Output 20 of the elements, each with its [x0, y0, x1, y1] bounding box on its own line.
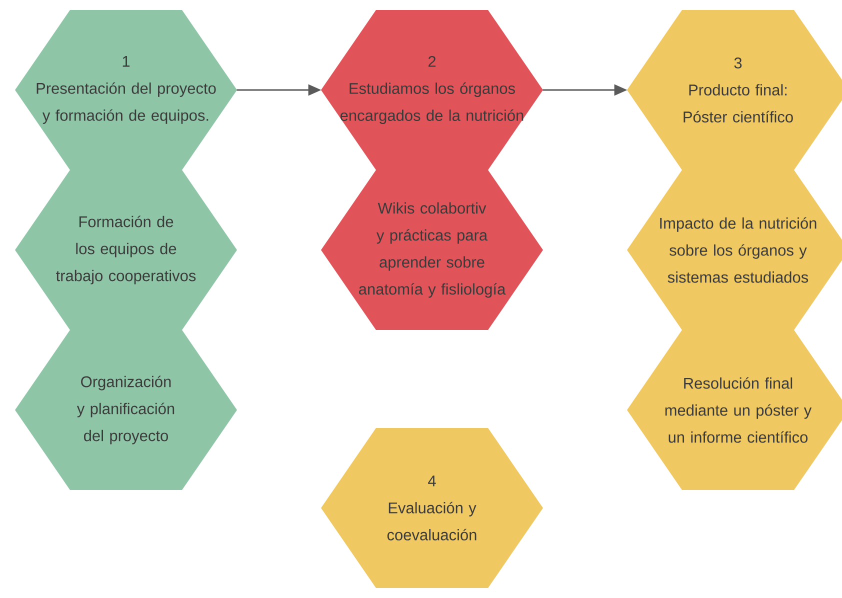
- hexagon: 4 Evaluación y coevaluación: [321, 428, 543, 588]
- hexagon: Impacto de la nutrición sobre los órganos y sistemas estudiados: [627, 170, 842, 330]
- node-label: Producto final: Póster científico: [684, 84, 793, 122]
- hexagon: 1 Presentación del proyecto y formación de equipos.: [15, 10, 237, 170]
- node-label: Estudiamos los órganos encargados de la nutrición: [340, 82, 524, 124]
- node-label: Formación de los equipos de trabajo cooperativos: [56, 216, 196, 284]
- node-label: 2: [428, 56, 436, 67]
- node-label: Resolución final mediante un póster y un informe científico: [665, 377, 812, 443]
- hexagon: 3 Producto final: Póster científico: [627, 10, 842, 170]
- hexagon: Formación de los equipos de trabajo cooperativos: [15, 170, 237, 330]
- node-label: Impacto de la nutrición sobre los órganos y sistemas estudiados: [660, 217, 816, 283]
- node-label: 3: [734, 58, 742, 68]
- node-label: Organización y planificación del proyecto: [76, 376, 174, 444]
- hexagon: Resolución final mediante un póster y un informe científico: [627, 330, 842, 490]
- node-label: Presentación del proyecto y formación de equipos.: [36, 82, 216, 124]
- node-label: 1: [122, 56, 130, 67]
- node-label: Wikis colabortiv y prácticas para aprender sobre anatomía y fisliología: [359, 202, 506, 298]
- hexagon: Wikis colabortiv y prácticas para aprender sobre anatomía y fisliología: [321, 170, 543, 330]
- hexagon: 2 Estudiamos los órganos encargados de la nutrición: [321, 10, 543, 170]
- hexagon: Organización y planificación del proyecto: [15, 330, 237, 490]
